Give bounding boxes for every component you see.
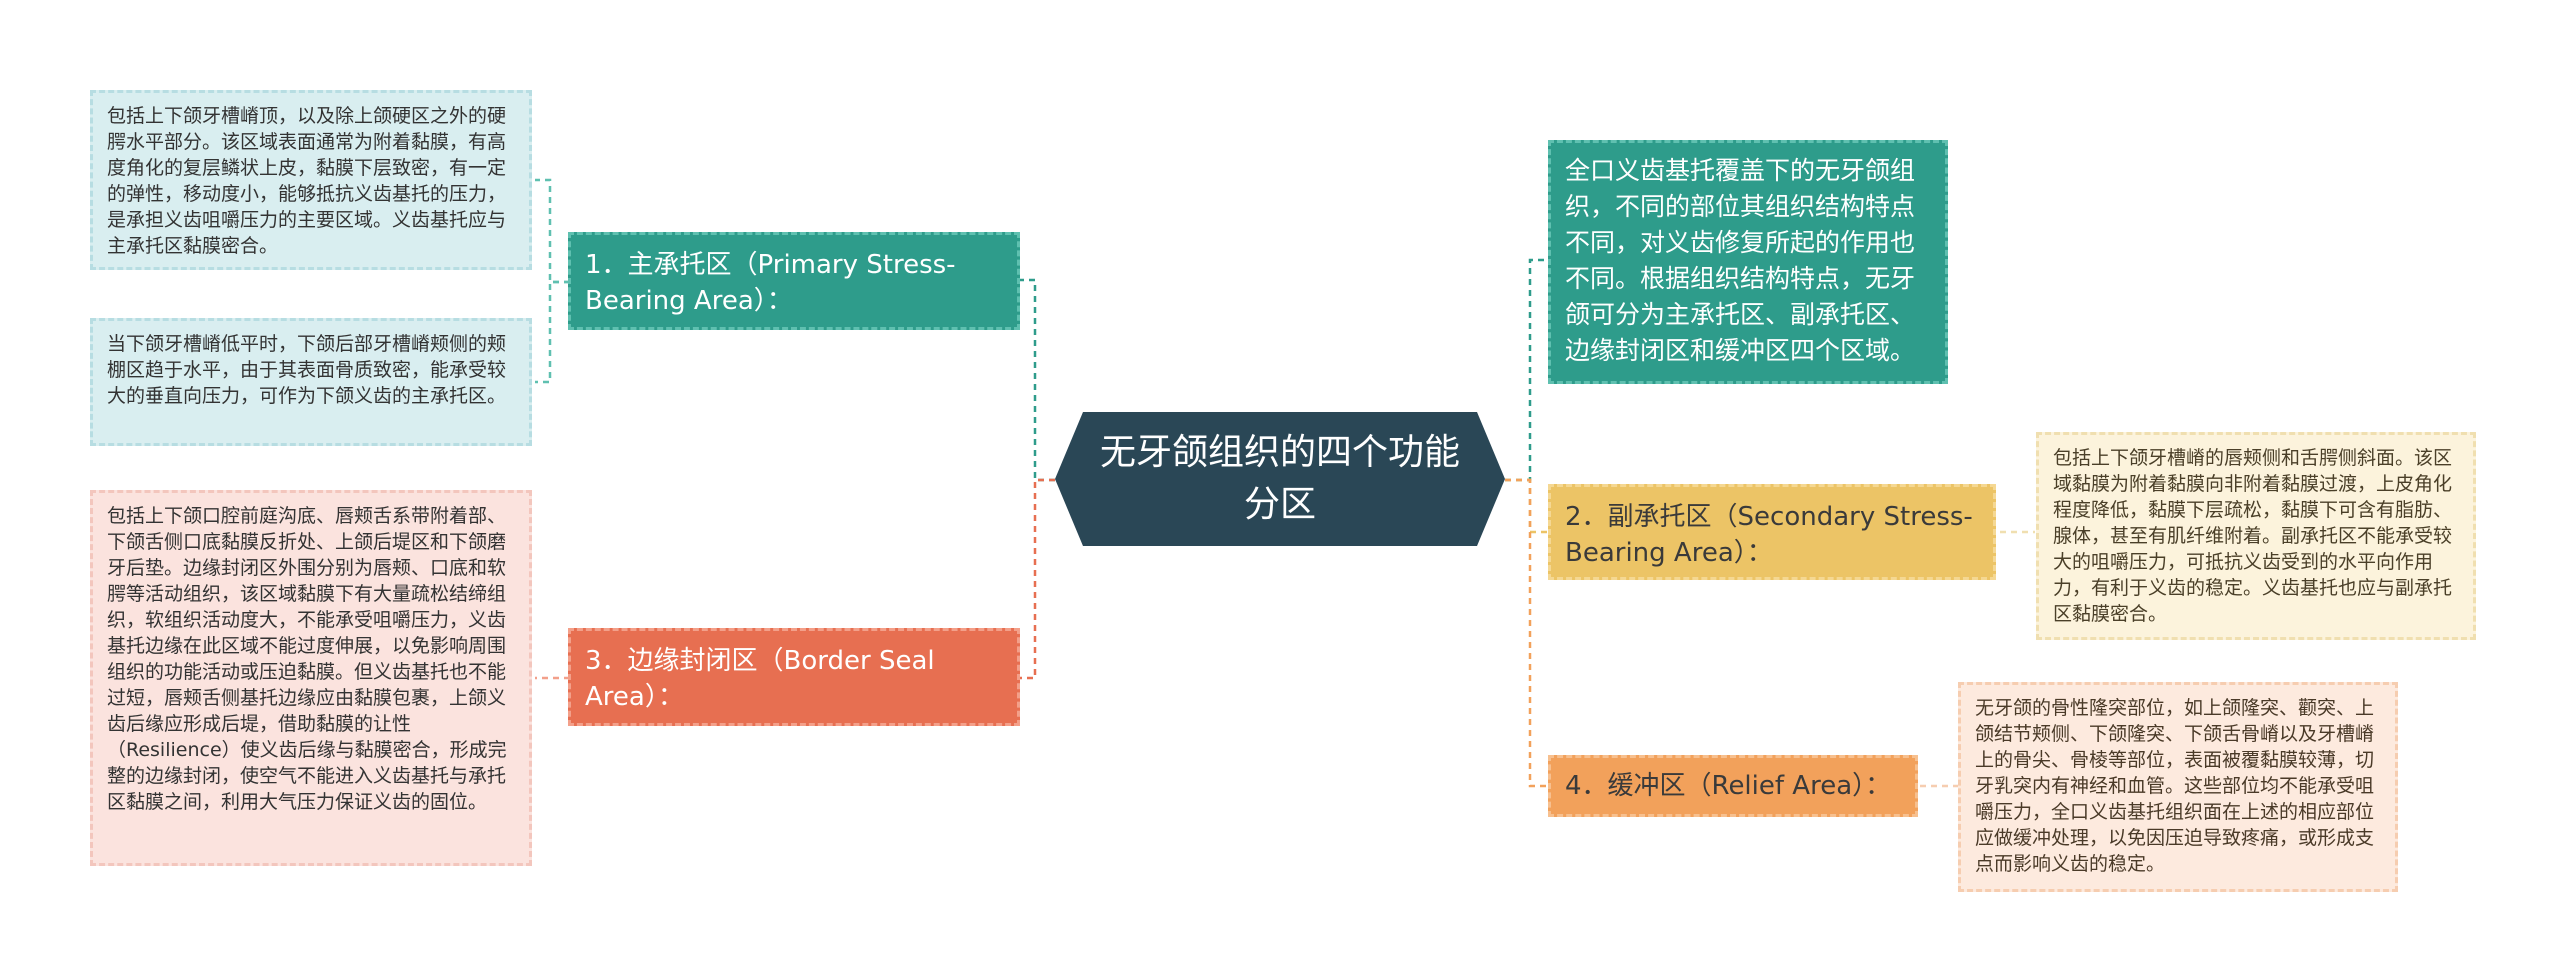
link-center-intro	[1505, 258, 1550, 482]
intro-node[interactable]: 全口义齿基托覆盖下的无牙颌组织，不同的部位其组织结构特点不同，对义齿修复所起的作…	[1548, 140, 1948, 384]
relief-detail-1-text: 无牙颌的骨性隆突部位，如上颌隆突、颧突、上颌结节颊侧、下颌隆突、下颌舌骨嵴以及牙…	[1975, 697, 2375, 875]
secondary-detail-1-text: 包括上下颌牙槽嵴的唇颊侧和舌腭侧斜面。该区域黏膜为附着黏膜向非附着黏膜过渡，上皮…	[2053, 447, 2453, 625]
branch-secondary-label: 2．副承托区（Secondary Stress-Bearing Area）：	[1565, 502, 1973, 568]
primary-detail-1[interactable]: 包括上下颌牙槽嵴顶，以及除上颌硬区之外的硬腭水平部分。该区域表面通常为附着黏膜，…	[90, 90, 532, 270]
branch-primary[interactable]: 1．主承托区（Primary Stress-Bearing Area）：	[568, 232, 1020, 330]
intro-text: 全口义齿基托覆盖下的无牙颌组织，不同的部位其组织结构特点不同，对义齿修复所起的作…	[1565, 156, 1916, 365]
branch-primary-label: 1．主承托区（Primary Stress-Bearing Area）：	[585, 250, 956, 316]
secondary-detail-1[interactable]: 包括上下颌牙槽嵴的唇颊侧和舌腭侧斜面。该区域黏膜为附着黏膜向非附着黏膜过渡，上皮…	[2036, 432, 2476, 640]
primary-detail-2-text: 当下颌牙槽嵴低平时，下颌后部牙槽嵴颊侧的颊棚区趋于水平，由于其表面骨质致密，能承…	[107, 333, 507, 407]
central-topic-title: 无牙颌组织的四个功能分区	[1099, 432, 1460, 525]
link-primary-leaf1	[535, 178, 570, 284]
central-topic[interactable]: 无牙颌组织的四个功能分区	[1055, 412, 1505, 546]
link-center-relief	[1505, 478, 1550, 788]
branch-border[interactable]: 3．边缘封闭区（Border Seal Area）：	[568, 628, 1020, 726]
link-primary-leaf2	[535, 280, 570, 384]
primary-detail-1-text: 包括上下颌牙槽嵴顶，以及除上颌硬区之外的硬腭水平部分。该区域表面通常为附着黏膜，…	[107, 105, 507, 257]
border-detail-1-text: 包括上下颌口腔前庭沟底、唇颊舌系带附着部、下颌舌侧口底黏膜反折处、上颌后堤区和下…	[107, 505, 507, 813]
branch-relief[interactable]: 4．缓冲区（Relief Area）：	[1548, 755, 1918, 817]
primary-detail-2[interactable]: 当下颌牙槽嵴低平时，下颌后部牙槽嵴颊侧的颊棚区趋于水平，由于其表面骨质致密，能承…	[90, 318, 532, 446]
branch-border-label: 3．边缘封闭区（Border Seal Area）：	[585, 646, 935, 712]
link-center-secondary	[1505, 478, 1550, 534]
link-center-primary	[1020, 278, 1055, 482]
link-center-border	[1020, 478, 1055, 680]
branch-relief-label: 4．缓冲区（Relief Area）：	[1565, 771, 1892, 801]
relief-detail-1[interactable]: 无牙颌的骨性隆突部位，如上颌隆突、颧突、上颌结节颊侧、下颌隆突、下颌舌骨嵴以及牙…	[1958, 682, 2398, 892]
border-detail-1[interactable]: 包括上下颌口腔前庭沟底、唇颊舌系带附着部、下颌舌侧口底黏膜反折处、上颌后堤区和下…	[90, 490, 532, 866]
branch-secondary[interactable]: 2．副承托区（Secondary Stress-Bearing Area）：	[1548, 484, 1996, 580]
